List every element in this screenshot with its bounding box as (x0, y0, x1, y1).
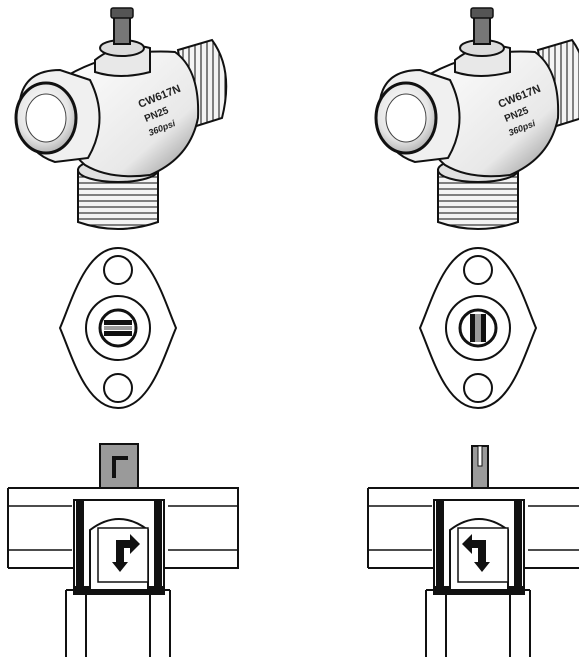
flow-arrow-icon (462, 534, 490, 572)
flange-top-view-right (418, 246, 538, 410)
valve-render-right: CW617N PN25 360psi (374, 6, 579, 231)
stem-slot-icon (470, 314, 486, 342)
valve-render-left: CW617N PN25 360psi (14, 6, 228, 231)
cross-section-right (367, 445, 579, 657)
cross-section-left (7, 443, 239, 657)
flow-arrow-icon (112, 534, 140, 572)
handle-icon (99, 443, 139, 489)
flange-top-view-left (58, 246, 178, 410)
handle-icon (471, 445, 489, 489)
stem-slot-icon (104, 320, 132, 336)
